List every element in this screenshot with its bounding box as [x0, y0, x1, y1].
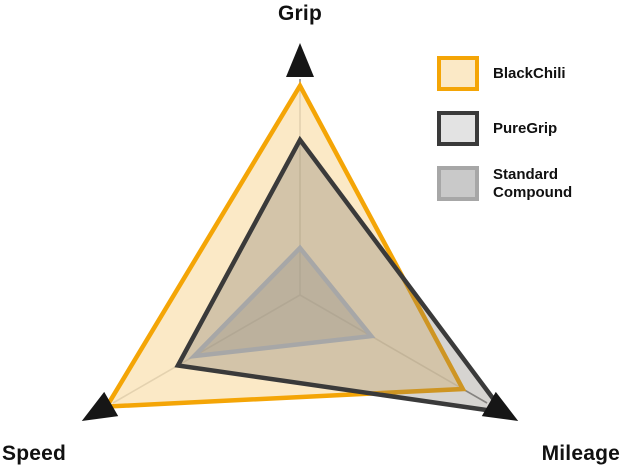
- legend-item-blackchili: BlackChili: [437, 56, 585, 91]
- legend-label-puregrip: PureGrip: [493, 119, 558, 137]
- axis-label-speed: Speed: [2, 442, 67, 465]
- chart-legend: BlackChili PureGrip Standard Compound: [437, 56, 585, 201]
- legend-label-blackchili: BlackChili: [493, 64, 566, 82]
- legend-swatch-standard-compound-icon: [437, 166, 479, 201]
- legend-item-standard-compound: Standard Compound: [437, 166, 585, 201]
- legend-label-standard-compound: Standard Compound: [493, 166, 573, 201]
- legend-swatch-blackchili-icon: [437, 56, 479, 91]
- axis-label-grip: Grip: [278, 2, 322, 25]
- legend-swatch-puregrip-icon: [437, 111, 479, 146]
- axis-label-mileage: Mileage: [541, 442, 620, 465]
- legend-item-puregrip: PureGrip: [437, 111, 585, 146]
